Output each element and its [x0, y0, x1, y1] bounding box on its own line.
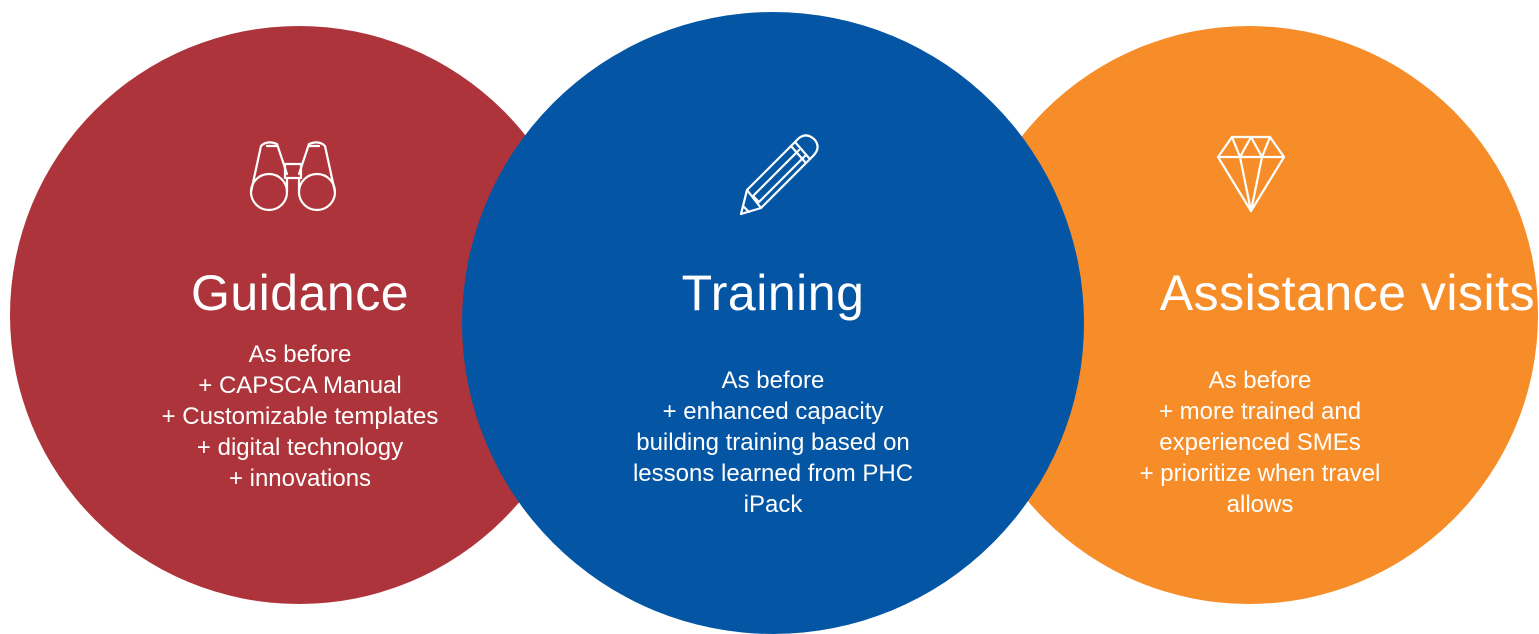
- guidance-line: + digital technology: [196, 434, 404, 461]
- guidance-text: As before + CAPSCA Manual + Customizable…: [100, 339, 500, 494]
- assistance-visits-line: + more trained and: [1158, 398, 1362, 425]
- assistance-visits-line: allows: [1226, 491, 1294, 518]
- assistance-visits-line: experienced SMEs: [1159, 429, 1361, 456]
- training-line: building training based on: [636, 429, 910, 456]
- training-line: iPack: [743, 491, 803, 518]
- binoculars-icon: [243, 138, 343, 219]
- training-title: Training: [681, 265, 865, 321]
- assistance-visits-text: As before + more trained and experienced…: [1030, 365, 1490, 520]
- assistance-visits-line: + prioritize when travel: [1139, 460, 1381, 487]
- training-panel: Training As before + enhanced capacity b…: [573, 0, 973, 629]
- training-line: + enhanced capacity: [662, 398, 884, 425]
- pencil-icon: [733, 128, 823, 225]
- assistance-visits-title: Assistance visits: [1159, 265, 1535, 321]
- guidance-line: + Customizable templates: [161, 403, 439, 430]
- guidance-panel: Guidance As before + CAPSCA Manual + Cus…: [100, 0, 500, 629]
- training-line: lessons learned from PHC: [632, 460, 914, 487]
- training-line: As before: [721, 367, 825, 394]
- training-circle: [462, 12, 1084, 634]
- training-text: As before + enhanced capacity building t…: [573, 365, 973, 520]
- assistance-visits-panel: Assistance visits As before + more train…: [1030, 0, 1539, 629]
- guidance-title: Guidance: [190, 265, 410, 321]
- guidance-line: As before: [248, 341, 352, 368]
- diamond-icon: [1216, 133, 1286, 220]
- assistance-visits-line: As before: [1208, 367, 1312, 394]
- guidance-line: + innovations: [228, 465, 372, 492]
- guidance-line: + CAPSCA Manual: [198, 372, 402, 399]
